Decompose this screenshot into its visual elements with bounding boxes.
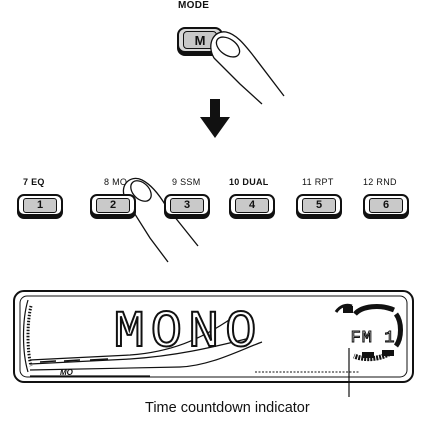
preset-label: 10 DUAL xyxy=(229,177,269,187)
preset-label: 7 EQ xyxy=(23,177,45,187)
mode-caption: MODE xyxy=(178,0,210,11)
down-arrow-icon xyxy=(200,99,230,138)
preset-button-number: 2 xyxy=(96,197,130,213)
preset-label: 9 SSM xyxy=(172,177,201,187)
preset-button-6[interactable]: 6 xyxy=(363,194,409,216)
display-band-text: FM 1 xyxy=(351,329,396,348)
time-countdown-caption: Time countdown indicator xyxy=(145,400,310,416)
display-main-text: MONO xyxy=(114,303,263,362)
preset-button-number: 3 xyxy=(170,197,204,213)
mo-indicator: MO xyxy=(60,368,74,377)
preset-label: 12 RND xyxy=(363,177,397,187)
preset-label: 8 MO xyxy=(104,177,128,187)
preset-button-number: 1 xyxy=(23,197,57,213)
preset-button-number: 6 xyxy=(369,197,403,213)
preset-button-number: 4 xyxy=(235,197,269,213)
preset-button-number: 5 xyxy=(302,197,336,213)
preset-button-4[interactable]: 4 xyxy=(229,194,275,216)
finger-icon xyxy=(210,31,285,105)
preset-button-2[interactable]: 2 xyxy=(90,194,136,216)
display-panel xyxy=(13,290,414,383)
preset-label: 11 RPT xyxy=(302,177,334,187)
preset-button-1[interactable]: 1 xyxy=(17,194,63,216)
preset-button-3[interactable]: 3 xyxy=(164,194,210,216)
preset-button-5[interactable]: 5 xyxy=(296,194,342,216)
countdown-ring-icon xyxy=(334,303,403,362)
finger-icon xyxy=(122,177,199,263)
